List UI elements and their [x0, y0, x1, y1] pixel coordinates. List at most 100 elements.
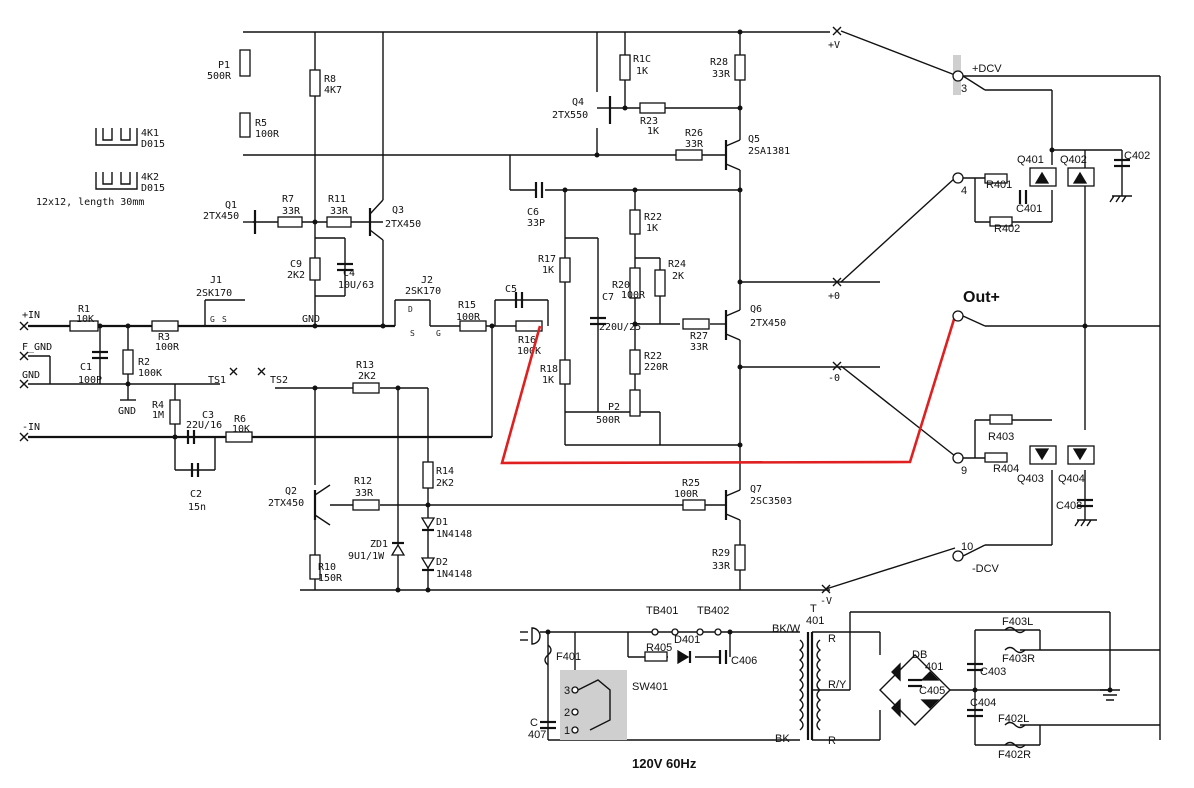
r23-label: R23 [640, 116, 658, 127]
r1-label: R1 [78, 304, 90, 315]
t401-label-a: T [810, 603, 817, 615]
psu-terminals [952, 70, 964, 562]
mains-voltage-label: 120V 60Hz [632, 756, 697, 771]
sw-pin-2: 2 [564, 707, 570, 719]
rail-terminals [821, 26, 842, 594]
r12-label: R12 [354, 476, 372, 487]
out-plus-label: Out+ [963, 289, 1000, 306]
r-label-1: R [828, 633, 836, 645]
c4-value: 10U/63 [338, 280, 374, 291]
r7-label: R7 [282, 194, 294, 205]
resistor-r29 [734, 544, 746, 571]
heatsink-symbol-2 [95, 172, 138, 190]
f401-label: F401 [556, 651, 581, 663]
f402r-label: F402R [998, 749, 1031, 761]
r1c-value: 1K [636, 66, 648, 77]
c408-label: C408 [1056, 500, 1082, 512]
q5-label: Q5 [748, 134, 760, 145]
c404-label: C404 [970, 697, 996, 709]
transistor-q4 [597, 96, 612, 124]
j2-value: 2SK170 [405, 286, 441, 297]
resistor-r26 [675, 149, 703, 161]
zd1-value: 9U1/1W [348, 551, 385, 562]
f402l-label: F402L [998, 713, 1029, 725]
capacitor-c407 [540, 720, 556, 730]
r29-value: 33R [712, 561, 731, 572]
capacitor-c402 [1114, 158, 1130, 168]
sw-pin-1: 1 [564, 725, 570, 737]
transformer-t401 [798, 632, 822, 740]
capacitor-c5 [514, 292, 524, 308]
fuses-f403-f402 [1004, 626, 1026, 749]
j1-label: J1 [210, 275, 222, 286]
j1-value: 2SK170 [196, 288, 232, 299]
bk-label: BK [775, 733, 790, 745]
resistor-r14 [422, 461, 434, 489]
c7-value: 220U/25 [599, 322, 641, 333]
r28-label: R28 [710, 57, 728, 68]
potentiometer-p1 [239, 49, 251, 77]
q1-label: Q1 [225, 200, 237, 211]
neg-dcv-label: -DCV [972, 563, 1000, 575]
db401-label: 401 [925, 661, 943, 673]
r2-label: R2 [138, 357, 150, 368]
r4-value: 1M [152, 410, 164, 421]
r6-value: 10K [232, 424, 250, 435]
svg-text:D: D [408, 305, 413, 314]
svg-text:S: S [410, 329, 415, 338]
lower-stage-wires [314, 388, 429, 590]
t401-label-b: 401 [806, 615, 824, 627]
q6-value: 2TX450 [750, 318, 786, 329]
resistor-r4 [169, 399, 181, 425]
resistor-r25 [682, 499, 706, 511]
c403-label: C403 [980, 666, 1006, 678]
input-gnd-label: GND [22, 370, 40, 381]
gnd-label-input: GND [118, 406, 136, 417]
diode-d401 [677, 649, 692, 665]
r25-value: 100R [674, 489, 699, 500]
gnd-label-mid: GND [302, 314, 320, 325]
r1-value: 10K [76, 314, 94, 325]
resistor-r403 [989, 414, 1013, 425]
fuse-f401 [544, 644, 552, 666]
rail-pos-label: +V [828, 40, 840, 51]
c1-label: C1 [80, 362, 92, 373]
r15-value: 100R [456, 312, 481, 323]
transistor-q3 [368, 199, 384, 241]
q2-label: Q2 [285, 486, 297, 497]
heatsink-1-part: D015 [141, 139, 165, 150]
resistor-r11 [326, 216, 352, 228]
transistor-q6 [724, 309, 741, 341]
c4-label: C4 [343, 268, 355, 279]
mosfet-q403 [1029, 445, 1057, 465]
term-3-label: 3 [961, 83, 967, 95]
c9-value: 2K2 [287, 270, 305, 281]
d1-label: D1 [436, 517, 448, 528]
ts2-label: TS2 [270, 375, 288, 386]
capacitor-c404 [967, 708, 983, 718]
test-points [229, 367, 428, 389]
c7-label: C7 [602, 292, 614, 303]
capacitor-c406 [718, 650, 728, 664]
transistor-q5 [702, 139, 741, 171]
red-output-trace [500, 315, 957, 465]
heatsink-1-label: 4K1 [141, 128, 159, 139]
capacitor-c3 [186, 430, 196, 444]
d401-label: D401 [674, 634, 700, 646]
resistor-r22-bottom [629, 349, 641, 375]
c1-value: 100P [78, 375, 102, 386]
r8-value: 4K7 [324, 85, 342, 96]
capacitor-c1 [92, 350, 108, 360]
svg-text:S: S [222, 315, 227, 324]
resistor-r1c [619, 54, 631, 81]
q402-label: Q402 [1060, 154, 1087, 166]
capacitor-c403 [967, 662, 983, 672]
r7-value: 33R [282, 206, 301, 217]
r6-label: R6 [234, 414, 246, 425]
sw401-label: SW401 [632, 681, 668, 693]
r5-label: R5 [255, 118, 267, 129]
q7-label: Q7 [750, 484, 762, 495]
capacitor-c2 [190, 463, 200, 477]
ts1-label: TS1 [208, 375, 226, 386]
c407-label-a: C [530, 717, 538, 729]
